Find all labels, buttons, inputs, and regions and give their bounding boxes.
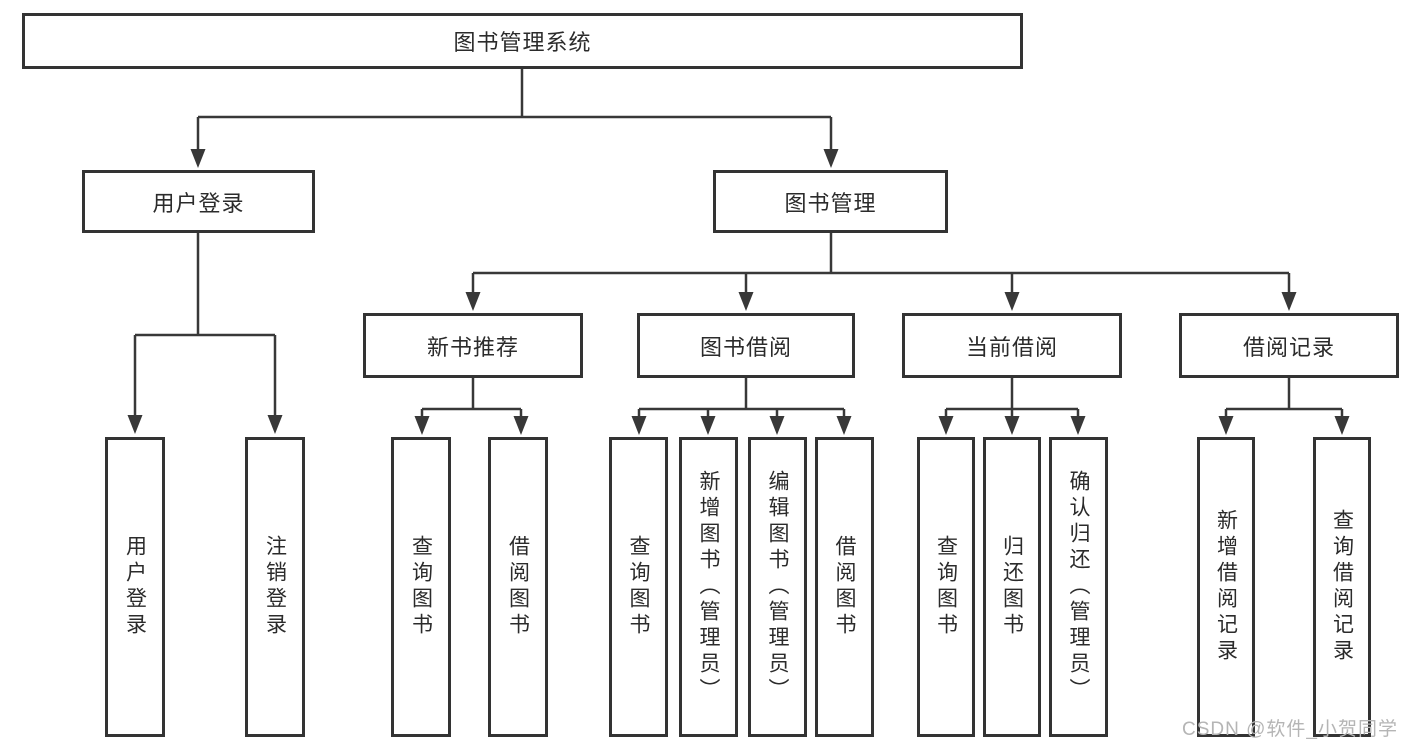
leaf-borrow-add-books-admin: 新增图书（管理员） xyxy=(679,437,738,737)
leaf-borrow-edit-books-admin: 编辑图书（管理员） xyxy=(748,437,807,737)
node-label: 查询图书 xyxy=(934,535,958,639)
node-label: 新增借阅记录 xyxy=(1214,509,1238,665)
arrowhead-down-icon xyxy=(700,416,716,435)
leaf-user-login: 用户登录 xyxy=(105,437,165,737)
arrowhead-down-icon xyxy=(836,416,852,435)
node-current-borrow: 当前借阅 xyxy=(902,313,1122,378)
arrowhead-down-icon xyxy=(823,149,839,168)
leaf-current-return-books: 归还图书 xyxy=(983,437,1041,737)
node-label: 新增图书（管理员） xyxy=(697,470,720,704)
node-label: 借阅图书 xyxy=(833,535,856,639)
leaf-logout: 注销登录 xyxy=(245,437,305,737)
leaf-borrow-query-books: 查询图书 xyxy=(609,437,668,737)
node-label: 借阅记录 xyxy=(1242,334,1335,360)
node-label: 查询图书 xyxy=(627,535,650,639)
arrowhead-down-icon xyxy=(1334,416,1350,435)
arrowhead-down-icon xyxy=(127,415,143,434)
arrowhead-down-icon xyxy=(267,415,283,434)
node-label: 新书推荐 xyxy=(426,334,519,360)
node-label: 图书管理系统 xyxy=(453,30,592,55)
arrowhead-down-icon xyxy=(1218,416,1234,435)
node-label: 图书管理 xyxy=(784,190,877,216)
arrowhead-down-icon xyxy=(1004,292,1020,311)
leaf-newbook-query-books: 查询图书 xyxy=(391,437,451,737)
leaf-record-query-borrow-record: 查询借阅记录 xyxy=(1313,437,1371,737)
node-library-management-system: 图书管理系统 xyxy=(22,13,1023,69)
leaf-current-query-books: 查询图书 xyxy=(917,437,975,737)
node-label: 编辑图书（管理员） xyxy=(766,470,789,704)
leaf-current-confirm-return-admin: 确认归还（管理员） xyxy=(1049,437,1108,737)
arrowhead-down-icon xyxy=(414,416,430,435)
node-label: 归还图书 xyxy=(1000,535,1024,639)
arrowhead-down-icon xyxy=(465,292,481,311)
csdn-watermark: CSDN @软件_小贺同学 xyxy=(1182,719,1398,740)
arrowhead-down-icon xyxy=(738,292,754,311)
node-book-borrow: 图书借阅 xyxy=(637,313,855,378)
arrowhead-down-icon xyxy=(938,416,954,435)
node-user-login: 用户登录 xyxy=(82,170,315,233)
node-label: 确认归还（管理员） xyxy=(1067,470,1090,704)
leaf-newbook-borrow-books: 借阅图书 xyxy=(488,437,548,737)
node-new-book-recommend: 新书推荐 xyxy=(363,313,583,378)
arrowhead-down-icon xyxy=(513,416,529,435)
node-label: 用户登录 xyxy=(123,535,147,639)
node-label: 注销登录 xyxy=(263,535,287,639)
node-label: 用户登录 xyxy=(152,190,245,216)
arrowhead-down-icon xyxy=(769,416,785,435)
leaf-borrow-borrow-books: 借阅图书 xyxy=(815,437,874,737)
arrowhead-down-icon xyxy=(631,416,647,435)
node-label: 借阅图书 xyxy=(506,535,530,639)
arrowhead-down-icon xyxy=(190,149,206,168)
node-label: 查询借阅记录 xyxy=(1330,509,1354,665)
node-label: 当前借阅 xyxy=(965,334,1058,360)
arrowhead-down-icon xyxy=(1070,416,1086,435)
node-borrow-record: 借阅记录 xyxy=(1179,313,1399,378)
node-label: 图书借阅 xyxy=(699,334,792,360)
node-book-management: 图书管理 xyxy=(713,170,948,233)
node-label: 查询图书 xyxy=(409,535,433,639)
arrowhead-down-icon xyxy=(1281,292,1297,311)
leaf-record-add-borrow-record: 新增借阅记录 xyxy=(1197,437,1255,737)
arrowhead-down-icon xyxy=(1004,416,1020,435)
